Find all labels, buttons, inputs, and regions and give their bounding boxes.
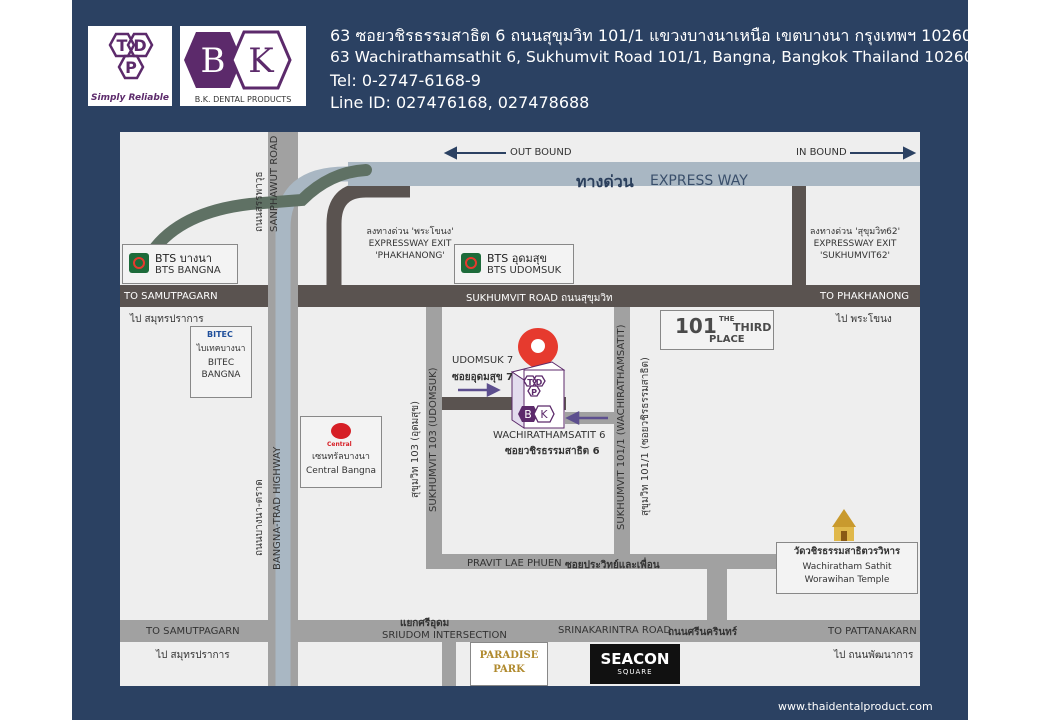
sukhumvit101-thai: สุขุมวิท 101/1 (ซอยวชิรธรรมสาธิต)	[640, 357, 651, 516]
wachirathamsatit6-thai: ซอยวชิรธรรมสาธิต 6	[505, 446, 600, 457]
exit-phakhanong: ลงทางด่วน 'พระโขนง' EXPRESSWAY EXIT 'PHA…	[350, 226, 470, 262]
wachiratham-temple: วัดวชิรธรรมสาธิตวรวิหาร Wachiratham Sath…	[776, 542, 918, 594]
third-place-the: THE	[719, 315, 735, 323]
bts-udomsuk-thai: BTS อุดมสุข	[487, 252, 547, 265]
to-samutpagarn-thai-bottom: ไป สมุทรปราการ	[156, 650, 230, 661]
bts-udomsuk: BTS อุดมสุข BTS UDOMSUK	[454, 244, 574, 284]
paradise-park-line1: PARADISE	[479, 650, 539, 661]
tdp-letter-d: D	[133, 36, 146, 55]
central-bangna-thai: เซนทรัลบางนา	[312, 452, 370, 462]
marker-letter-k: K	[540, 408, 548, 421]
to-samutpagarn-bottom: TO SAMUTPAGARN	[146, 626, 240, 637]
bitec-thai: ไบเทคบางนา	[196, 344, 246, 354]
inbound-label: IN BOUND	[796, 147, 847, 158]
sriudom-intersection: SRIUDOM INTERSECTION	[382, 630, 507, 641]
bts-bangna: BTS บางนา BTS BANGNA	[122, 244, 238, 284]
bitec-bangna-label: BANGNA	[201, 370, 241, 380]
sanphawut-road: SANPHAWUT ROAD	[269, 135, 280, 232]
tdp-logo-graphic: T D P Simply Reliable	[91, 32, 169, 103]
temple-english-1: Wachiratham Sathit	[802, 562, 892, 572]
temple-english-2: Worawihan Temple	[804, 575, 890, 585]
address-english: 63 Wachirathamsathit 6, Sukhumvit Road 1…	[330, 48, 974, 66]
central-bangna: Central เซนทรัลบางนา Central Bangna	[300, 416, 382, 488]
to-phakhanong: TO PHAKHANONG	[820, 291, 910, 302]
bk-logo-graphic: B K B.K. DENTAL PRODUCTS	[184, 30, 292, 104]
seacon-square-line1: SEACON	[600, 650, 670, 668]
marker-letter-t: T	[527, 378, 533, 387]
central-logo-text: Central	[327, 441, 352, 448]
tdp-letter-t: T	[117, 36, 128, 55]
to-samutpagarn-top: TO SAMUTPAGARN	[124, 291, 218, 302]
to-samutpagarn-thai-top: ไป สมุทรปราการ	[130, 314, 204, 325]
third-place-number: 101	[675, 314, 717, 338]
bitec-name: BITEC	[207, 358, 235, 368]
bts-udomsuk-icon	[461, 253, 481, 273]
address-thai: 63 ซอยวชิรธรรมสาธิต 6 ถนนสุขุมวิท 101/1 …	[330, 26, 973, 45]
bk-letter-k: K	[248, 41, 274, 81]
paradise-park: PARADISE PARK	[470, 642, 548, 686]
expressway-thai: ทางด่วน	[576, 172, 634, 191]
to-pattanakarn: TO PATTANAKARN	[828, 626, 917, 637]
paradise-park-line2: PARK	[493, 664, 525, 675]
tdp-logo: T D P Simply Reliable	[88, 26, 172, 106]
exit-sukhumvit62-name: 'SUKHUMVIT62'	[819, 251, 891, 261]
pravit-lae-phuen: PRAVIT LAE PHUEN	[467, 558, 562, 569]
map: T D P B K OUT BOUND IN BOUND ทางด่วน EXP…	[120, 132, 920, 686]
marker-letter-p: P	[531, 388, 537, 397]
pravit-lae-phuen-thai: ซอยประวิทย์และเพื่อน	[565, 560, 660, 571]
tdp-letter-p: P	[125, 58, 137, 77]
sukhumvit101: SUKHUMVIT 101/1 (WACHIRATHAMSATIT)	[616, 324, 627, 531]
temple-thai: วัดวชิรธรรมสาธิตวรวิหาร	[793, 546, 901, 557]
sanphawut-road-thai: ถนนสรรพาวุธ	[254, 171, 265, 233]
udomsuk7-english: UDOMSUK 7	[452, 355, 514, 366]
srinakarintra-road: SRINAKARINTRA ROAD	[558, 625, 672, 636]
telephone: Tel: 0-2747-6168-9	[330, 71, 481, 90]
sukhumvit103: SUKHUMVIT 103 (UDOMSUK)	[428, 367, 439, 512]
bitec-logo: BITEC	[207, 330, 233, 339]
bangna-trad-thai: ถนนบางนา-ตราด	[254, 479, 265, 556]
marker-letter-b: B	[524, 408, 532, 421]
bts-bangna-icon	[129, 253, 149, 273]
bitec-bangna: BITEC ไบเทคบางนา BITEC BANGNA	[190, 326, 252, 398]
exit-sukhumvit62: ลงทางด่วน 'สุขุมวิท62' EXPRESSWAY EXIT '…	[800, 226, 910, 262]
tdp-tagline: Simply Reliable	[91, 93, 169, 103]
website-link[interactable]: www.thaidentalproduct.com	[778, 700, 933, 713]
to-phakhanong-thai: ไป พระโขนง	[836, 314, 892, 325]
temple-icon	[826, 509, 862, 543]
third-place: 101 THE THIRD PLACE	[660, 310, 774, 350]
exit-sukhumvit62-thai: ลงทางด่วน 'สุขุมวิท62'	[809, 227, 901, 237]
seacon-square: SEACON SQUARE	[590, 644, 680, 684]
outbound-label: OUT BOUND	[510, 147, 572, 158]
map-roads: T D P B K	[120, 132, 920, 686]
bk-letter-b: B	[201, 41, 226, 81]
third-place-place: PLACE	[709, 334, 745, 345]
expressway-english: EXPRESS WAY	[650, 173, 748, 189]
exit-phakhanong-thai: ลงทางด่วน 'พระโขนง'	[366, 227, 454, 237]
bk-logo: B K B.K. DENTAL PRODUCTS	[180, 26, 306, 106]
bts-bangna-thai: BTS บางนา	[155, 252, 212, 265]
line-id: Line ID: 027476168, 027478688	[330, 93, 590, 112]
bts-bangna-english: BTS BANGNA	[155, 265, 221, 276]
seacon-square-line2: SQUARE	[617, 668, 653, 676]
central-bangna-english: Central Bangna	[306, 466, 376, 476]
srinakarintra-thai: ถนนศรีนครินทร์	[668, 627, 738, 638]
sriudom-thai: แยกศรีอุดม	[400, 618, 450, 629]
to-pattanakarn-thai: ไป ถนนพัฒนาการ	[834, 650, 914, 661]
exit-phakhanong-name: 'PHAKHANONG'	[375, 251, 445, 261]
sukhumvit-road-label: SUKHUMVIT ROAD ถนนสุขุมวิท	[466, 293, 613, 304]
bts-udomsuk-english: BTS UDOMSUK	[487, 265, 562, 276]
exit-phakhanong-label: EXPRESSWAY EXIT	[368, 239, 452, 249]
udomsuk7-thai: ซอยอุดมสุข 7	[452, 372, 514, 383]
third-place-third: THIRD	[733, 321, 772, 334]
wachirathamsatit6-english: WACHIRATHAMSATIT 6	[493, 430, 606, 441]
exit-sukhumvit62-label: EXPRESSWAY EXIT	[813, 239, 897, 249]
sukhumvit103-thai: สุขุมวิท 103 (อุดมสุข)	[410, 400, 421, 498]
destination-pin-icon	[518, 328, 558, 370]
central-logo-icon	[331, 423, 351, 439]
bk-caption: B.K. DENTAL PRODUCTS	[195, 95, 292, 104]
marker-letter-d: D	[536, 378, 543, 387]
bangna-trad-highway: BANGNA-TRAD HIGHWAY	[272, 446, 283, 570]
